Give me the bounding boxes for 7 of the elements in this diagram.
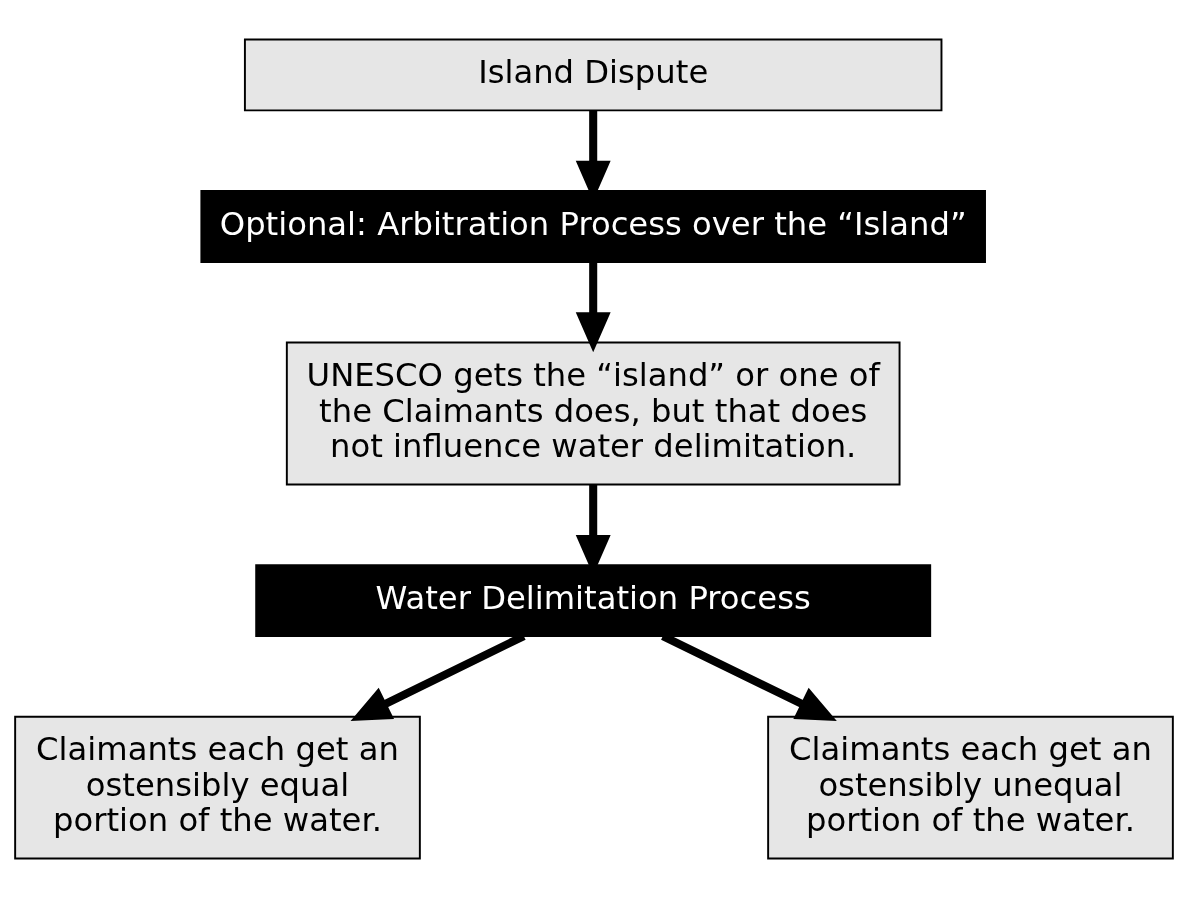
node-box: Claimants each get an ostensibly equal portion of the water. [14,715,421,860]
node-box: Claimants each get an ostensibly unequal portion of the water. [767,715,1174,860]
node-box: Optional: Arbitration Process over the “Island” [200,190,986,263]
arrow [575,262,611,353]
node-box: UNESCO gets the “island” or one of the Claimants does, but that does not influence water delimitation. [285,341,901,486]
node-box: Island Dispute [243,38,943,112]
node-box: Water Delimitation Process [255,564,932,637]
